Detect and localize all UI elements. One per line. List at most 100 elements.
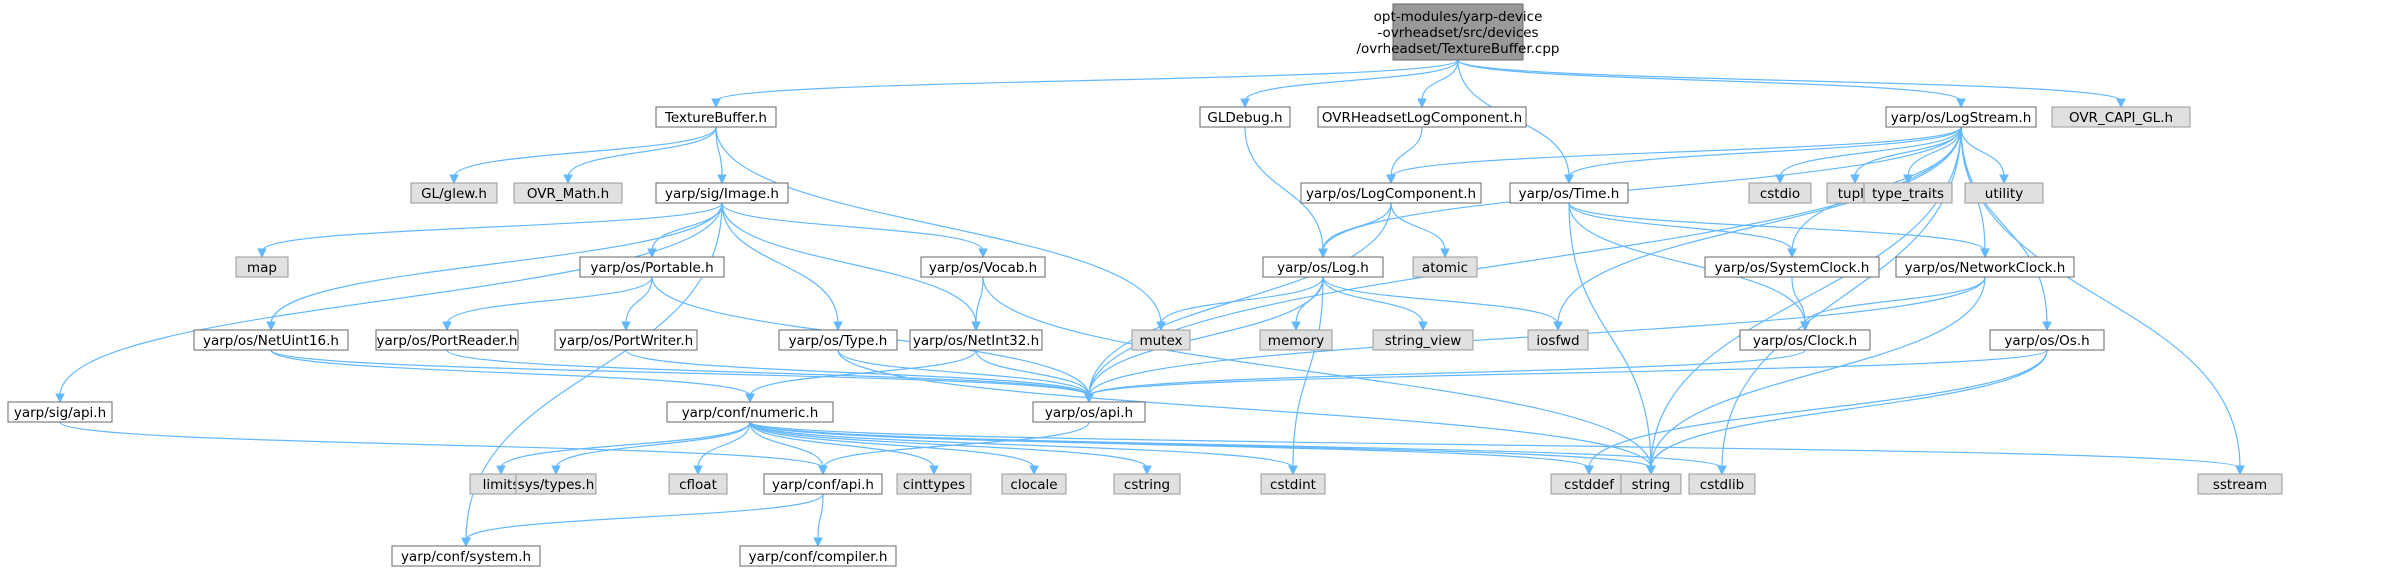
file-nodes: opt-modules/yarp-device-ovrheadset/src/d… [7,3,2283,567]
node-numeric_h[interactable]: yarp/conf/numeric.h [666,401,834,423]
node-label: -ovrheadset/src/devices [1377,25,1538,41]
node-memory: memory [1259,329,1333,351]
edge-logstream_h-to-logcomponent_h [1386,126,1962,185]
node-label: yarp/os/PortReader.h [377,333,518,349]
edge-conf_api_h-to-conf_compiler_h [813,493,824,548]
node-label: atomic [1422,260,1468,276]
edge-numeric_h-to-sstream [749,421,2245,476]
edge-os_api_h-to-conf_api_h [818,421,1090,476]
node-label: OVR_CAPI_GL.h [2069,110,2173,126]
node-label: mutex [1139,333,1182,349]
node-label: cstdlib [1700,477,1744,493]
edge-root-to-ovrlogcomp_h [1417,59,1459,109]
node-vocab_h[interactable]: yarp/os/Vocab.h [920,256,1046,278]
node-logcomponent_h[interactable]: yarp/os/LogComponent.h [1300,182,1482,204]
node-type_traits: type_traits [1863,182,1953,204]
edge-image_h-to-sig_api_h [55,202,723,404]
node-portreader_h[interactable]: yarp/os/PortReader.h [375,329,519,351]
node-cstddef: cstddef [1550,473,1628,495]
node-label: yarp/os/Type.h [789,333,888,349]
edge-networkclock_h-to-string [1646,276,1986,476]
node-os_api_h[interactable]: yarp/os/api.h [1032,401,1146,423]
node-label: yarp/os/Os.h [2004,333,2089,349]
node-label: iosfwd [1536,333,1579,349]
edge-image_h-to-netuint16_h [266,202,723,332]
node-label: yarp/conf/numeric.h [682,405,819,421]
node-label: cinttypes [903,477,965,493]
edge-type_h-to-string [837,349,1656,476]
node-label: string [1632,477,1671,493]
node-os_h[interactable]: yarp/os/Os.h [1989,329,2105,351]
edge-image_h-to-portable_h [647,202,723,259]
edge-netint32_h-to-numeric_h [745,349,977,404]
edge-texturebuffer_h-to-ovr_math_h [563,126,717,185]
node-ovrlogcomp_h[interactable]: OVRHeadsetLogComponent.h [1317,106,1527,128]
node-conf_api_h[interactable]: yarp/conf/api.h [763,473,883,495]
node-string_view: string_view [1372,329,1474,351]
edge-root-to-texturebuffer_h [711,59,1459,109]
node-clock_h[interactable]: yarp/os/Clock.h [1739,329,1871,351]
node-label: yarp/os/Vocab.h [929,260,1037,276]
edge-log_h-to-memory [1291,276,1324,332]
edge-numeric_h-to-string [749,421,1656,476]
node-label: yarp/os/NetUint16.h [203,333,339,349]
edge-numeric_h-to-cstdlib [749,421,1727,476]
node-label: clocale [1010,477,1057,493]
node-netuint16_h[interactable]: yarp/os/NetUint16.h [193,329,349,351]
edge-netuint16_h-to-numeric_h [270,349,755,404]
node-atomic: atomic [1412,256,1478,278]
node-time_h[interactable]: yarp/os/Time.h [1509,182,1629,204]
edge-logstream_h-to-time_h [1564,126,1962,185]
node-label: sstream [2213,477,2267,493]
node-label: OVRHeadsetLogComponent.h [1322,110,1522,126]
node-conf_compiler_h[interactable]: yarp/conf/compiler.h [739,545,897,567]
node-cstdlib: cstdlib [1688,473,1756,495]
node-label: utility [1985,186,2023,202]
node-portwriter_h[interactable]: yarp/os/PortWriter.h [554,329,698,351]
node-texturebuffer_h[interactable]: TextureBuffer.h [655,106,777,128]
node-label: yarp/os/PortWriter.h [559,333,693,349]
node-label: yarp/os/SystemClock.h [1715,260,1870,276]
edge-image_h-to-vocab_h [721,202,988,259]
edge-sig_api_h-to-conf_api_h [59,421,828,476]
node-iosfwd: iosfwd [1527,329,1589,351]
node-sig_api_h[interactable]: yarp/sig/api.h [7,401,113,423]
node-label: yarp/sig/Image.h [665,186,779,202]
node-ovr_capi_gl_h: OVR_CAPI_GL.h [2051,106,2191,128]
node-root[interactable]: opt-modules/yarp-device-ovrheadset/src/d… [1356,3,1560,61]
node-netint32_h[interactable]: yarp/os/NetInt32.h [909,329,1043,351]
edge-logstream_h-to-cstdlib [1717,126,1962,476]
node-label: TextureBuffer.h [664,110,767,126]
edge-netuint16_h-to-os_api_h [270,349,1094,404]
node-log_h[interactable]: yarp/os/Log.h [1262,256,1384,278]
node-portable_h[interactable]: yarp/os/Portable.h [579,256,725,278]
edge-image_h-to-map [257,202,723,259]
node-conf_system_h[interactable]: yarp/conf/system.h [391,545,541,567]
edge-logcomponent_h-to-os_api_h [1084,202,1392,404]
node-label: yarp/os/NetworkClock.h [1905,260,2066,276]
edge-numeric_h-to-cstddef [749,421,1594,476]
node-label: yarp/conf/system.h [401,549,531,565]
edge-numeric_h-to-cstdint [749,421,1298,476]
edge-image_h-to-conf_system_h [461,202,723,548]
node-gldebug_h[interactable]: GLDebug.h [1199,106,1291,128]
node-mutex: mutex [1131,329,1191,351]
edge-root-to-gldebug_h [1240,59,1459,109]
node-networkclock_h[interactable]: yarp/os/NetworkClock.h [1895,256,2075,278]
node-sstream: sstream [2197,473,2283,495]
node-label: yarp/os/Portable.h [590,260,713,276]
node-cstdio: cstdio [1748,182,1812,204]
node-label: yarp/os/Time.h [1519,186,1620,202]
edge-texturebuffer_h-to-glew_h [449,126,717,185]
node-systemclock_h[interactable]: yarp/os/SystemClock.h [1704,256,1880,278]
edge-root-to-ovr_capi_gl_h [1457,59,2126,109]
node-label: cstring [1124,477,1170,493]
node-label: yarp/os/NetInt32.h [913,333,1039,349]
edge-logcomponent_h-to-log_h [1318,202,1392,259]
node-type_h[interactable]: yarp/os/Type.h [778,329,898,351]
node-image_h[interactable]: yarp/sig/Image.h [655,182,789,204]
node-label: cstdint [1270,477,1316,493]
edge-logstream_h-to-os_h [1960,126,2052,332]
node-logstream_h[interactable]: yarp/os/LogStream.h [1885,106,2037,128]
node-label: cfloat [679,477,717,493]
